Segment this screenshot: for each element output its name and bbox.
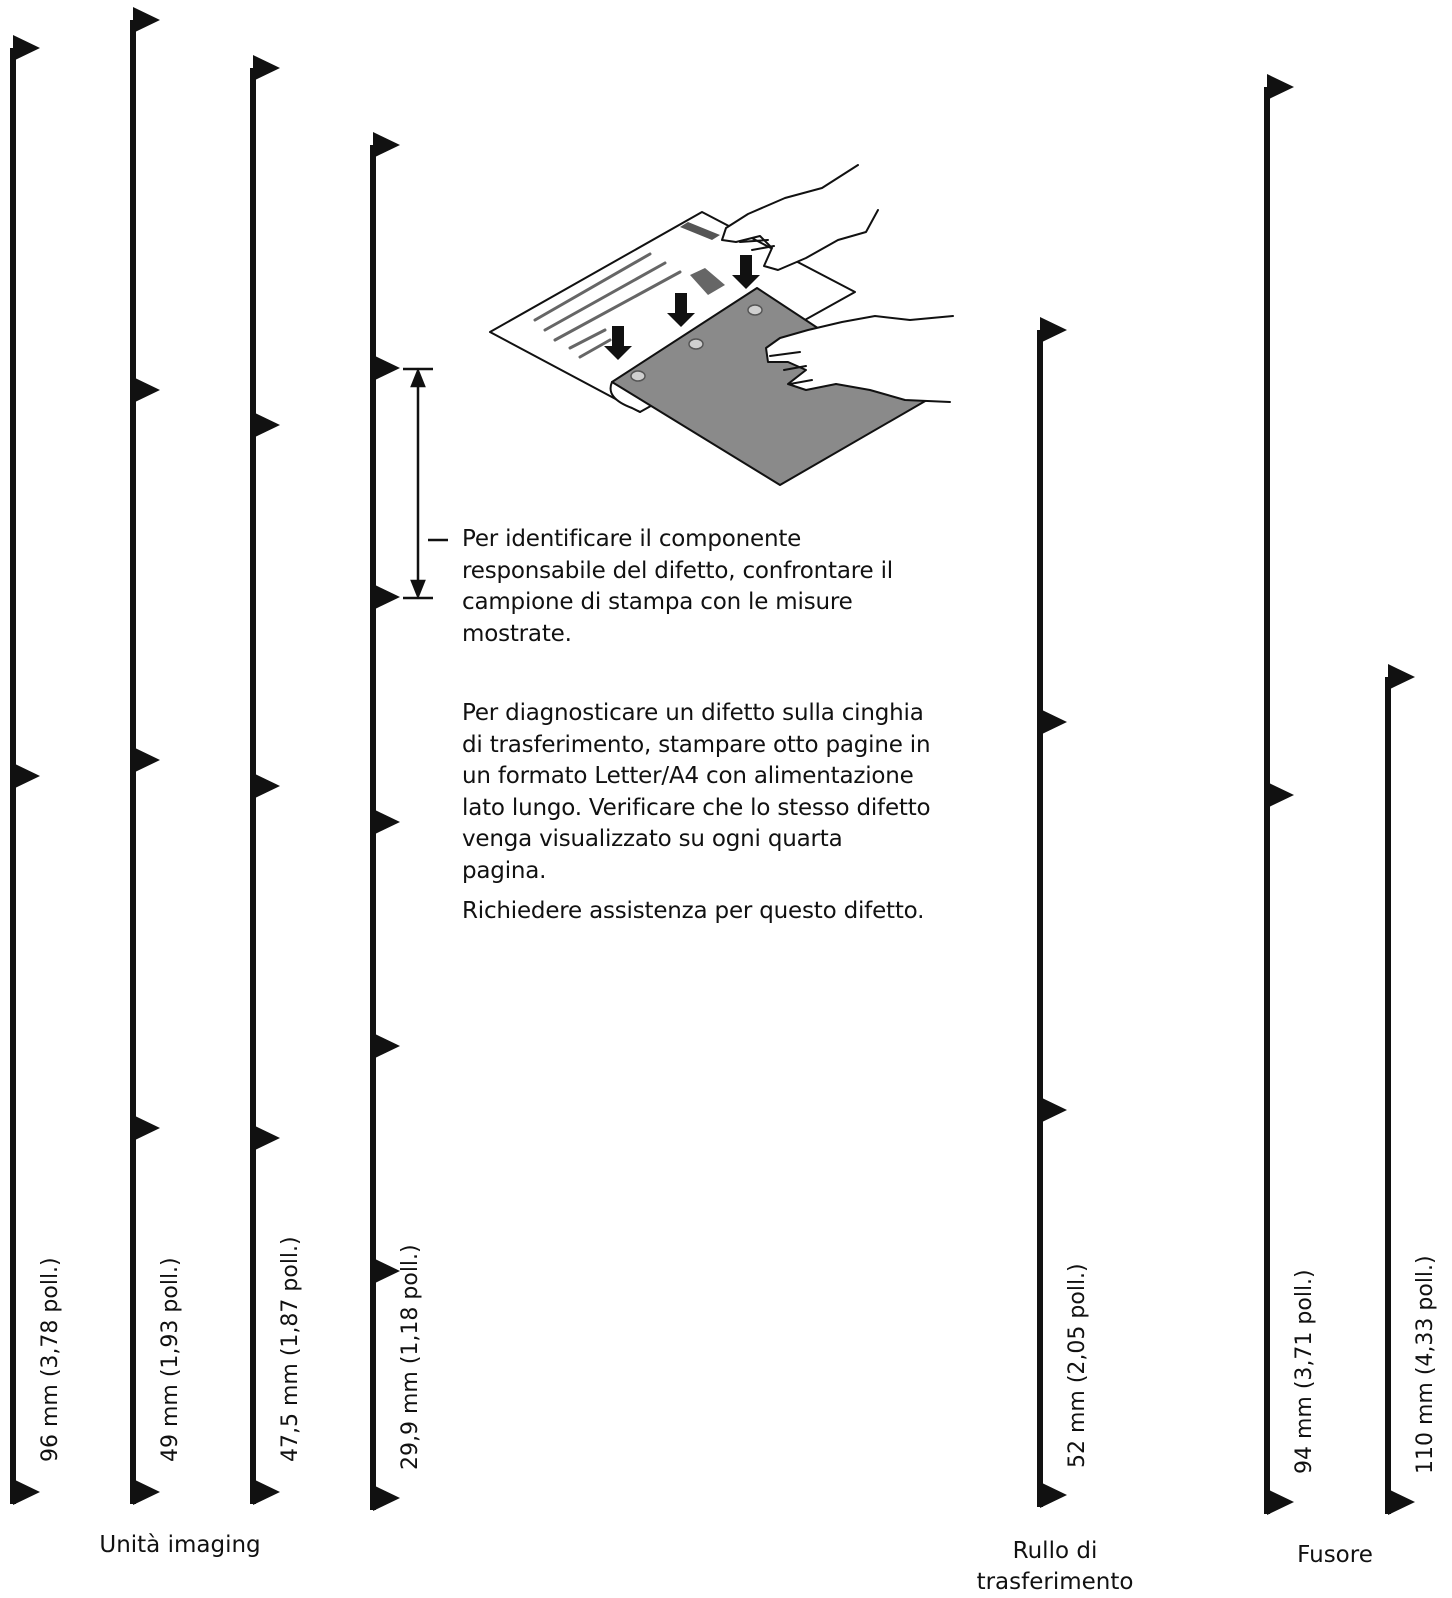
- ruler-flag: [373, 132, 400, 158]
- ruler-flag: [133, 747, 160, 773]
- instruction-request-service: Richiedere assistenza per questo difetto…: [462, 898, 925, 924]
- ruler-flag: [1267, 74, 1294, 100]
- ruler-flag: [253, 412, 280, 438]
- ruler-1: 96 mm (3,78 poll.): [10, 35, 63, 1505]
- instruction-compare-measurements: Per identificare il componente responsab…: [462, 526, 893, 647]
- ruler-6: 94 mm (3,71 poll.): [1264, 74, 1317, 1515]
- ruler-label: 94 mm (3,71 poll.): [1292, 1269, 1317, 1474]
- ruler-flag: [253, 55, 280, 81]
- rulers: 96 mm (3,78 poll.) 49 mm (1,93 poll.) 47,5…: [10, 7, 1438, 1515]
- hands-comparing-sheet-with-ruler-icon: [489, 164, 954, 486]
- ruler-label: 110 mm (4,33 poll.): [1413, 1255, 1438, 1474]
- group-label-transfer-roller: Rullo di trasferimento: [976, 1538, 1134, 1595]
- ruler-flag: [1267, 1489, 1294, 1515]
- ruler-flag: [133, 7, 160, 33]
- ruler-flag: [373, 1485, 400, 1511]
- ruler-line: [1037, 330, 1043, 1507]
- ruler-label: 47,5 mm (1,87 poll.): [278, 1236, 303, 1462]
- ruler-flag: [1388, 664, 1415, 690]
- ruler-7: 110 mm (4,33 poll.): [1385, 664, 1438, 1515]
- ruler-flag: [253, 1479, 280, 1505]
- ruler-flag: [133, 377, 160, 403]
- ruler-3: 47,5 mm (1,87 poll.): [250, 55, 303, 1505]
- group-label-fuser: Fusore: [1297, 1542, 1373, 1568]
- ruler-flag: [373, 1258, 400, 1284]
- ruler-flag: [133, 1479, 160, 1505]
- ruler-flag: [13, 763, 40, 789]
- ruler-4: 29,9 mm (1,18 poll.): [370, 132, 423, 1511]
- ruler-flag: [1040, 317, 1067, 343]
- ruler-label: 49 mm (1,93 poll.): [158, 1257, 183, 1462]
- instruction-transfer-belt: Per diagnosticare un difetto sulla cingh…: [462, 700, 931, 884]
- ruler-flag: [1040, 1097, 1067, 1123]
- ruler-5: 52 mm (2,05 poll.): [1037, 317, 1090, 1508]
- ruler-flag: [1040, 1482, 1067, 1508]
- ruler-flag: [1267, 782, 1294, 808]
- ruler-flag: [13, 1479, 40, 1505]
- ruler-label: 29,9 mm (1,18 poll.): [398, 1244, 423, 1470]
- ruler-flag: [253, 773, 280, 799]
- ruler-label: 96 mm (3,78 poll.): [38, 1257, 63, 1462]
- group-label-imaging-unit: Unità imaging: [99, 1532, 261, 1558]
- ruler-flag: [373, 809, 400, 835]
- measurement-bracket: [403, 367, 448, 600]
- ruler-label: 52 mm (2,05 poll.): [1065, 1263, 1090, 1468]
- ruler-line: [1385, 677, 1391, 1514]
- ruler-flag: [1040, 709, 1067, 735]
- ruler-flag: [253, 1125, 280, 1151]
- ruler-flag: [1388, 1489, 1415, 1515]
- ruler-flag: [133, 1115, 160, 1141]
- ruler-flag: [373, 355, 400, 381]
- ruler-flag: [373, 584, 400, 610]
- ruler-2: 49 mm (1,93 poll.): [130, 7, 183, 1505]
- ruler-flag: [373, 1033, 400, 1059]
- ruler-flag: [13, 35, 40, 61]
